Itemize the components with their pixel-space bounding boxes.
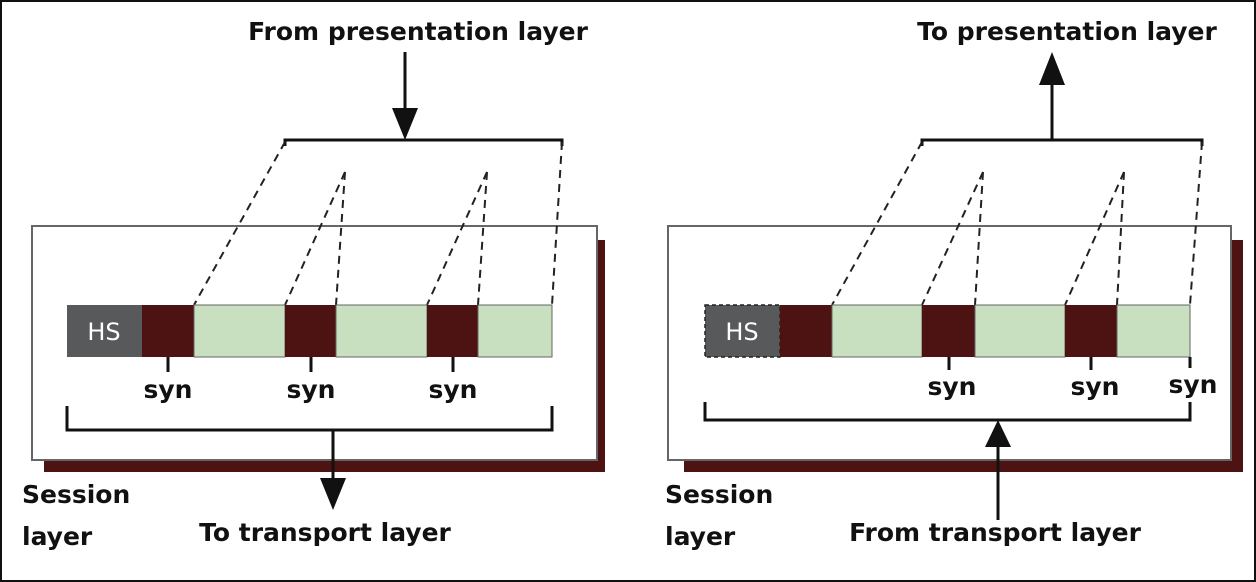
receiver-syn-markers: syn syn syn <box>928 357 1218 401</box>
receiver-data-unit: HS <box>704 304 1191 358</box>
sync-block <box>1065 305 1117 357</box>
arrow-down-icon <box>320 430 346 510</box>
receiver-bottom-bracket <box>703 402 1192 422</box>
sender-layer-label: Session <box>22 480 130 509</box>
data-block <box>477 304 553 358</box>
syn-label: syn <box>928 372 977 401</box>
sender-syn-markers: syn syn syn <box>144 357 478 404</box>
sync-block <box>780 305 832 357</box>
receiver-dashed-lines <box>831 141 1203 306</box>
data-block <box>1116 304 1191 358</box>
syn-label: syn <box>144 375 193 404</box>
receiver-bottom-label: From transport layer <box>849 518 1142 547</box>
header-block <box>704 304 781 358</box>
sender-top-label: From presentation layer <box>248 17 588 46</box>
sync-block <box>142 305 194 357</box>
arrow-up-icon <box>1039 52 1065 140</box>
header-block <box>67 305 142 357</box>
syn-label: syn <box>1169 370 1218 399</box>
sender-data-unit: HS <box>67 304 553 358</box>
sender-panel: From presentation layer HS <box>22 17 605 551</box>
data-block <box>831 304 923 358</box>
data-block <box>193 304 286 358</box>
receiver-layer-label: layer <box>665 522 736 551</box>
data-block <box>974 304 1066 358</box>
sender-bottom-bracket <box>65 406 554 432</box>
sender-dashed-lines <box>193 141 563 306</box>
arrow-down-icon <box>392 52 418 140</box>
header-label: HS <box>87 318 120 346</box>
sender-layer-label: layer <box>22 522 93 551</box>
receiver-panel: To presentation layer HS <box>665 17 1243 551</box>
data-block <box>335 304 428 358</box>
sync-block <box>922 305 975 357</box>
sync-block <box>285 305 336 357</box>
receiver-top-label: To presentation layer <box>917 17 1217 46</box>
sender-bottom-label: To transport layer <box>199 518 451 547</box>
sync-block <box>427 305 478 357</box>
arrow-up-icon <box>985 420 1011 520</box>
syn-label: syn <box>429 375 478 404</box>
syn-label: syn <box>1071 372 1120 401</box>
syn-label: syn <box>287 375 336 404</box>
header-label: HS <box>725 318 758 346</box>
receiver-layer-label: Session <box>665 480 773 509</box>
